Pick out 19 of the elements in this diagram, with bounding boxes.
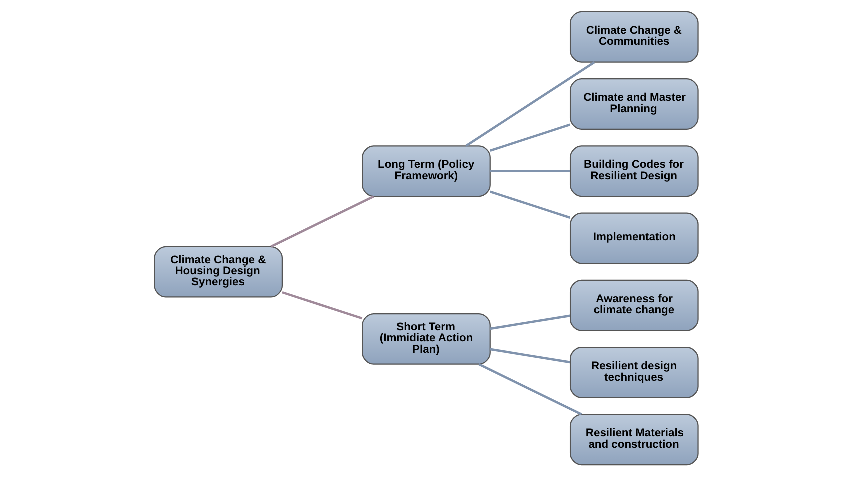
connector bbox=[466, 62, 596, 148]
connector bbox=[478, 363, 582, 416]
node-box: Short Term (Immidiate Action Plan) bbox=[362, 313, 491, 365]
node-box: Building Codes for Resilient Design bbox=[570, 146, 699, 198]
connector bbox=[270, 196, 374, 248]
node-box: Resilient Materials and construction bbox=[570, 414, 699, 466]
connector bbox=[490, 190, 571, 219]
connector bbox=[282, 291, 363, 320]
connector bbox=[490, 314, 570, 330]
connector bbox=[490, 170, 570, 173]
node-box: Resilient design techniques bbox=[570, 347, 699, 398]
connector bbox=[490, 124, 571, 152]
node-box: Climate Change & Housing Design Synergies bbox=[154, 246, 284, 298]
node-box: Awareness for climate change bbox=[570, 280, 699, 332]
node-box: Implementation bbox=[570, 212, 699, 264]
connector bbox=[490, 348, 570, 364]
node-box: Climate and Master Planning bbox=[570, 78, 699, 130]
node-box: Climate Change & Communities bbox=[570, 11, 699, 63]
node-box: Long Term (Policy Framework) bbox=[362, 146, 491, 198]
